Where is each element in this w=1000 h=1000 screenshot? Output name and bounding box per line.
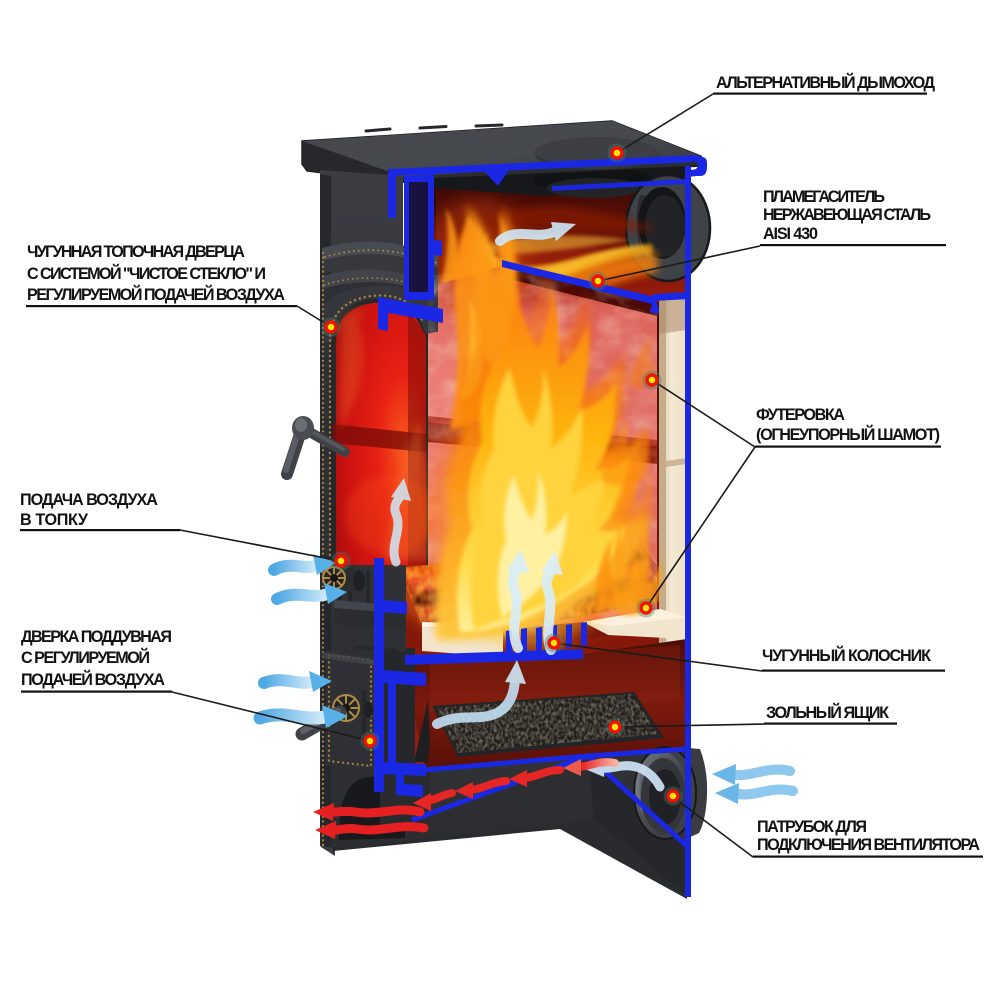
svg-text:С СИСТЕМОЙ "ЧИСТОЕ СТЕКЛО" И: С СИСТЕМОЙ "ЧИСТОЕ СТЕКЛО" И: [27, 264, 266, 283]
svg-text:НЕРЖАВЕЮЩАЯ СТАЛЬ: НЕРЖАВЕЮЩАЯ СТАЛЬ: [763, 206, 931, 224]
svg-text:С РЕГУЛИРУЕМОЙ: С РЕГУЛИРУЕМОЙ: [21, 648, 150, 667]
svg-text:ПОДКЛЮЧЕНИЯ ВЕНТИЛЯТОРА: ПОДКЛЮЧЕНИЯ ВЕНТИЛЯТОРА: [757, 836, 980, 854]
svg-text:ФУТЕРОВКА: ФУТЕРОВКА: [756, 406, 845, 424]
svg-text:(ОГНЕУПОРНЫЙ ШАМОТ): (ОГНЕУПОРНЫЙ ШАМОТ): [756, 425, 940, 444]
svg-text:ПОДАЧА ВОЗДУХА: ПОДАЧА ВОЗДУХА: [20, 491, 158, 509]
svg-text:АЛЬТЕРНАТИВНЫЙ ДЫМОХОД: АЛЬТЕРНАТИВНЫЙ ДЫМОХОД: [716, 73, 935, 92]
svg-text:В ТОПКУ: В ТОПКУ: [20, 511, 89, 529]
svg-text:ПОДАЧЕЙ ВОЗДУХА: ПОДАЧЕЙ ВОЗДУХА: [21, 670, 165, 689]
svg-text:ЧУГУННЫЙ КОЛОСНИК: ЧУГУННЫЙ КОЛОСНИК: [762, 646, 931, 665]
svg-text:ПАТРУБОК ДЛЯ: ПАТРУБОК ДЛЯ: [757, 818, 867, 836]
svg-text:ДВЕРКА ПОДДУВНАЯ: ДВЕРКА ПОДДУВНАЯ: [21, 628, 172, 646]
svg-text:ПЛАМЕГАСИТЕЛЬ: ПЛАМЕГАСИТЕЛЬ: [763, 188, 885, 206]
svg-text:РЕГУЛИРУЕМОЙ ПОДАЧЕЙ ВОЗДУХА: РЕГУЛИРУЕМОЙ ПОДАЧЕЙ ВОЗДУХА: [27, 285, 285, 304]
svg-text:AISI 430: AISI 430: [763, 225, 818, 243]
svg-text:ЗОЛЬНЫЙ ЯЩИК: ЗОЛЬНЫЙ ЯЩИК: [766, 703, 889, 722]
svg-text:ЧУГУННАЯ ТОПОЧНАЯ ДВЕРЦА: ЧУГУННАЯ ТОПОЧНАЯ ДВЕРЦА: [27, 243, 245, 261]
